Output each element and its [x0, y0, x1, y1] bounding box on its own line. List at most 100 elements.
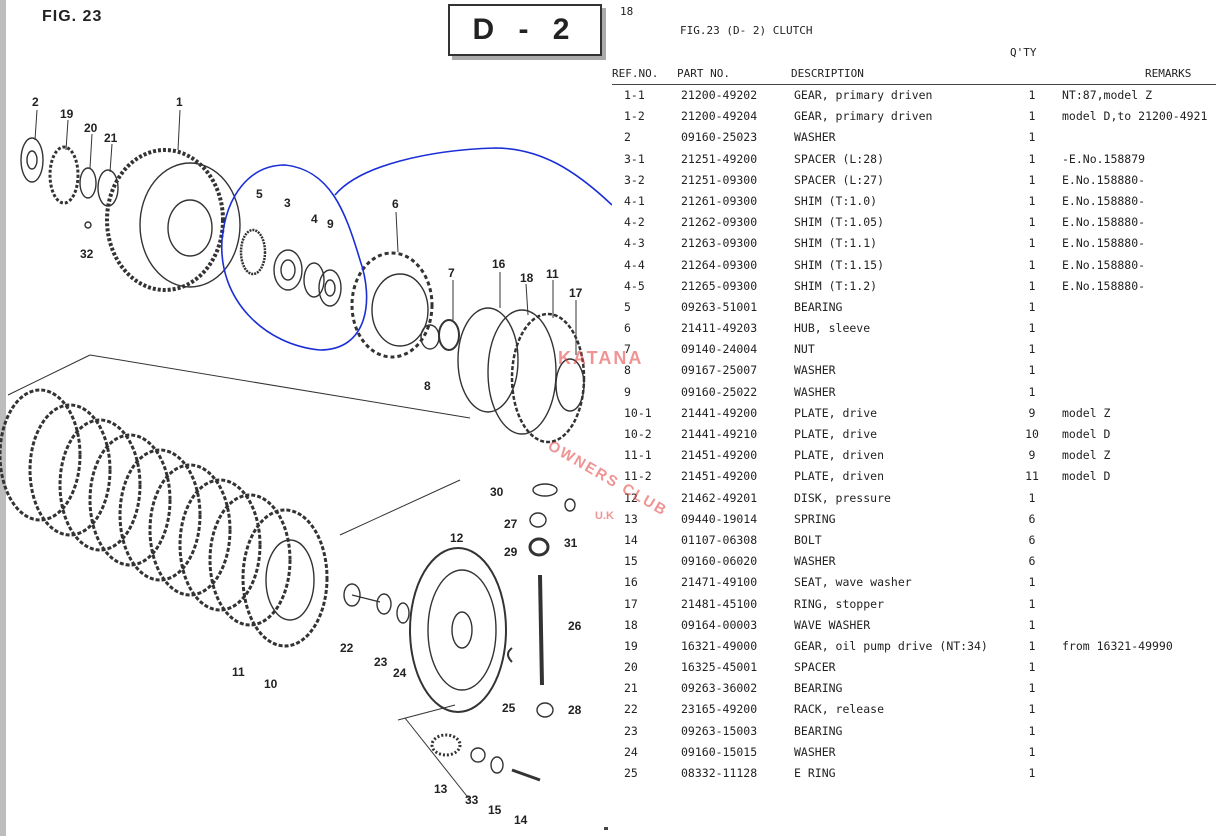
qty-cell: 11: [1025, 469, 1039, 484]
description-cell: SEAT, wave washer: [794, 575, 912, 590]
ref-cell: 6: [624, 321, 631, 336]
remarks-cell: E.No.158880-: [1062, 193, 1146, 208]
pressure-disk-shape: [409, 547, 507, 713]
description-cell: SHIM (T:1.1): [794, 236, 878, 251]
qty-cell: 1: [1028, 575, 1036, 590]
header-divider: [612, 84, 1216, 85]
description-cell: PLATE, driven: [794, 469, 885, 484]
description-cell: BEARING: [794, 681, 843, 696]
callout-1: 1: [176, 95, 183, 109]
description-cell: GEAR, primary driven: [794, 109, 933, 124]
ref-cell: 18: [624, 617, 638, 632]
part-number-cell: 21261-09300: [681, 193, 758, 208]
qty-cell: 1: [1028, 236, 1036, 251]
callout-18: 18: [520, 271, 534, 285]
primary-gear-shape: [105, 148, 225, 292]
remarks-cell: NT:87,model Z: [1062, 88, 1153, 102]
ref-cell: 8: [624, 363, 631, 378]
description-cell: PLATE, drive: [794, 405, 878, 420]
header-ref: REF.NO.: [612, 67, 659, 80]
ref-cell: 3-1: [624, 151, 645, 166]
callout-21: 21: [104, 131, 118, 145]
qty-cell: 6: [1028, 532, 1036, 547]
ref-cell: 4-1: [624, 193, 645, 208]
qty-cell: 1: [1028, 342, 1036, 357]
qty-cell: 1: [1028, 638, 1036, 653]
description-cell: WASHER: [794, 384, 836, 399]
description-cell: SHIM (T:1.0): [794, 193, 878, 208]
ref-cell: 13: [624, 511, 638, 526]
qty-cell: 10: [1025, 427, 1039, 441]
table-title: FIG.23 (D- 2) CLUTCH: [680, 24, 813, 37]
callout-2: 2: [32, 95, 39, 109]
ref-cell: 7: [624, 342, 631, 357]
part-number-cell: 09164-00003: [681, 617, 758, 632]
ref-cell: 12: [624, 490, 638, 505]
qty-cell: 1: [1028, 617, 1036, 632]
remarks-cell: model D,to 21200-4921: [1062, 109, 1208, 124]
callout-30: 30: [490, 485, 504, 499]
description-cell: WAVE WASHER: [794, 617, 871, 632]
ref-cell: 19: [624, 638, 638, 653]
ref-cell: 14: [624, 532, 638, 547]
part-number-cell: 09263-36002: [681, 681, 758, 696]
ref-cell: 21: [624, 681, 638, 696]
ref-cell: 17: [624, 596, 638, 611]
callout-3: 3: [284, 196, 291, 210]
qty-cell: 9: [1028, 448, 1036, 463]
callout-25: 25: [502, 701, 516, 715]
description-cell: BEARING: [794, 723, 843, 738]
remarks-cell: model D: [1062, 469, 1111, 484]
clutch-exploded-diagram: 2 19 20 21 1 32 5 3 4 9 6 16 18 11 17 7 …: [0, 95, 612, 827]
remarks-cell: E.No.158880-: [1062, 236, 1146, 251]
remarks-cell: model Z: [1062, 448, 1111, 463]
ref-cell: 23: [624, 723, 638, 738]
part-number-cell: 21251-49200: [681, 151, 758, 166]
description-cell: WASHER: [794, 554, 836, 569]
description-cell: NUT: [794, 342, 815, 357]
callout-32: 32: [80, 247, 94, 261]
description-cell: WASHER: [794, 744, 836, 759]
qty-cell: 1: [1028, 321, 1036, 336]
remarks-cell: from 16321-49990: [1062, 638, 1173, 653]
header-desc: DESCRIPTION: [791, 67, 864, 80]
part-number-cell: 21451-49200: [681, 469, 758, 484]
qty-cell: 1: [1028, 193, 1036, 208]
callout-8: 8: [424, 379, 431, 393]
description-cell: SPACER (L:27): [794, 172, 885, 187]
ref-cell: 4-4: [624, 257, 645, 272]
bearing-5-shape: [239, 228, 267, 276]
description-cell: GEAR, oil pump drive (NT:34): [794, 638, 988, 653]
part-number-cell: 01107-06308: [681, 532, 758, 547]
description-cell: WASHER: [794, 363, 836, 378]
callout-31: 31: [564, 536, 578, 550]
callout-4: 4: [311, 212, 318, 226]
callout-19: 19: [60, 107, 74, 121]
part-number-cell: 16325-45001: [681, 660, 758, 675]
qty-cell: 6: [1028, 511, 1036, 526]
qty-cell: 1: [1028, 723, 1036, 738]
qty-cell: 1: [1028, 257, 1036, 272]
oil-pump-gear-shape: [48, 145, 80, 205]
part-number-cell: 09140-24004: [681, 342, 758, 357]
table-header: REF.NO. PART NO. DESCRIPTION REMARKS: [612, 66, 1202, 84]
figure-label: FIG. 23: [42, 8, 103, 25]
qty-header: Q'TY: [1010, 46, 1037, 59]
callout-15: 15: [488, 803, 502, 817]
remarks-cell: E.No.158880-: [1062, 257, 1146, 272]
callout-33: 33: [465, 793, 479, 807]
callout-26: 26: [568, 619, 582, 633]
description-cell: RACK, release: [794, 702, 885, 717]
description-cell: WASHER: [794, 130, 836, 145]
part-number-cell: 21263-09300: [681, 236, 758, 251]
